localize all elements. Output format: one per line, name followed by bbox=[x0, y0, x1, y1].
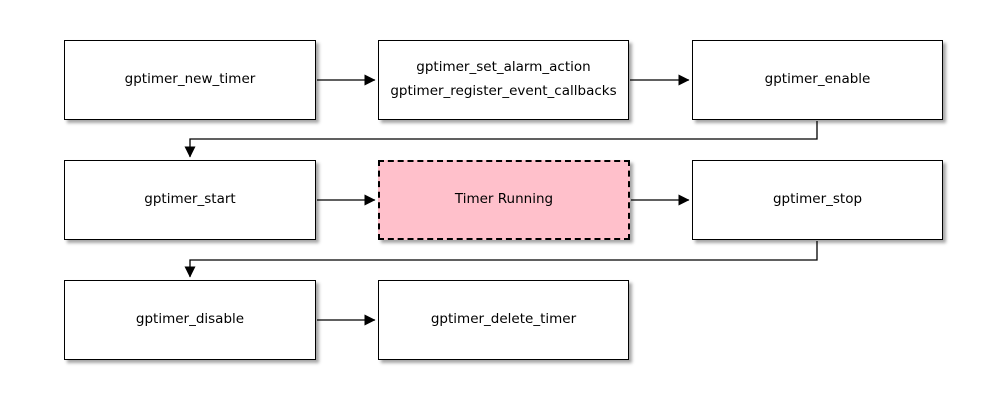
node-label: gptimer_enable bbox=[764, 71, 871, 88]
node-label-line2: gptimer_register_event_callbacks bbox=[390, 83, 617, 99]
node-label: gptimer_start bbox=[144, 191, 236, 208]
node-timer-running: Timer Running bbox=[378, 160, 630, 240]
node-label: Timer Running bbox=[454, 191, 554, 208]
node-gptimer-stop: gptimer_stop bbox=[692, 160, 943, 240]
node-label: gptimer_disable bbox=[135, 311, 245, 328]
node-gptimer-enable: gptimer_enable bbox=[692, 40, 943, 120]
node-gptimer-set-alarm-action: gptimer_set_alarm_action gptimer_registe… bbox=[378, 40, 629, 120]
node-label: gptimer_delete_timer bbox=[430, 311, 577, 328]
node-label: gptimer_new_timer bbox=[124, 71, 256, 88]
node-label-line1: gptimer_set_alarm_action bbox=[416, 59, 591, 76]
edge-enable-to-start-arrow bbox=[184, 121, 818, 158]
edge-stop-to-disable-arrow bbox=[184, 241, 818, 278]
node-gptimer-disable: gptimer_disable bbox=[64, 280, 316, 360]
node-label: gptimer_stop bbox=[772, 191, 863, 208]
node-gptimer-start: gptimer_start bbox=[64, 160, 316, 240]
node-gptimer-delete-timer: gptimer_delete_timer bbox=[378, 280, 629, 360]
node-gptimer-new-timer: gptimer_new_timer bbox=[64, 40, 316, 120]
